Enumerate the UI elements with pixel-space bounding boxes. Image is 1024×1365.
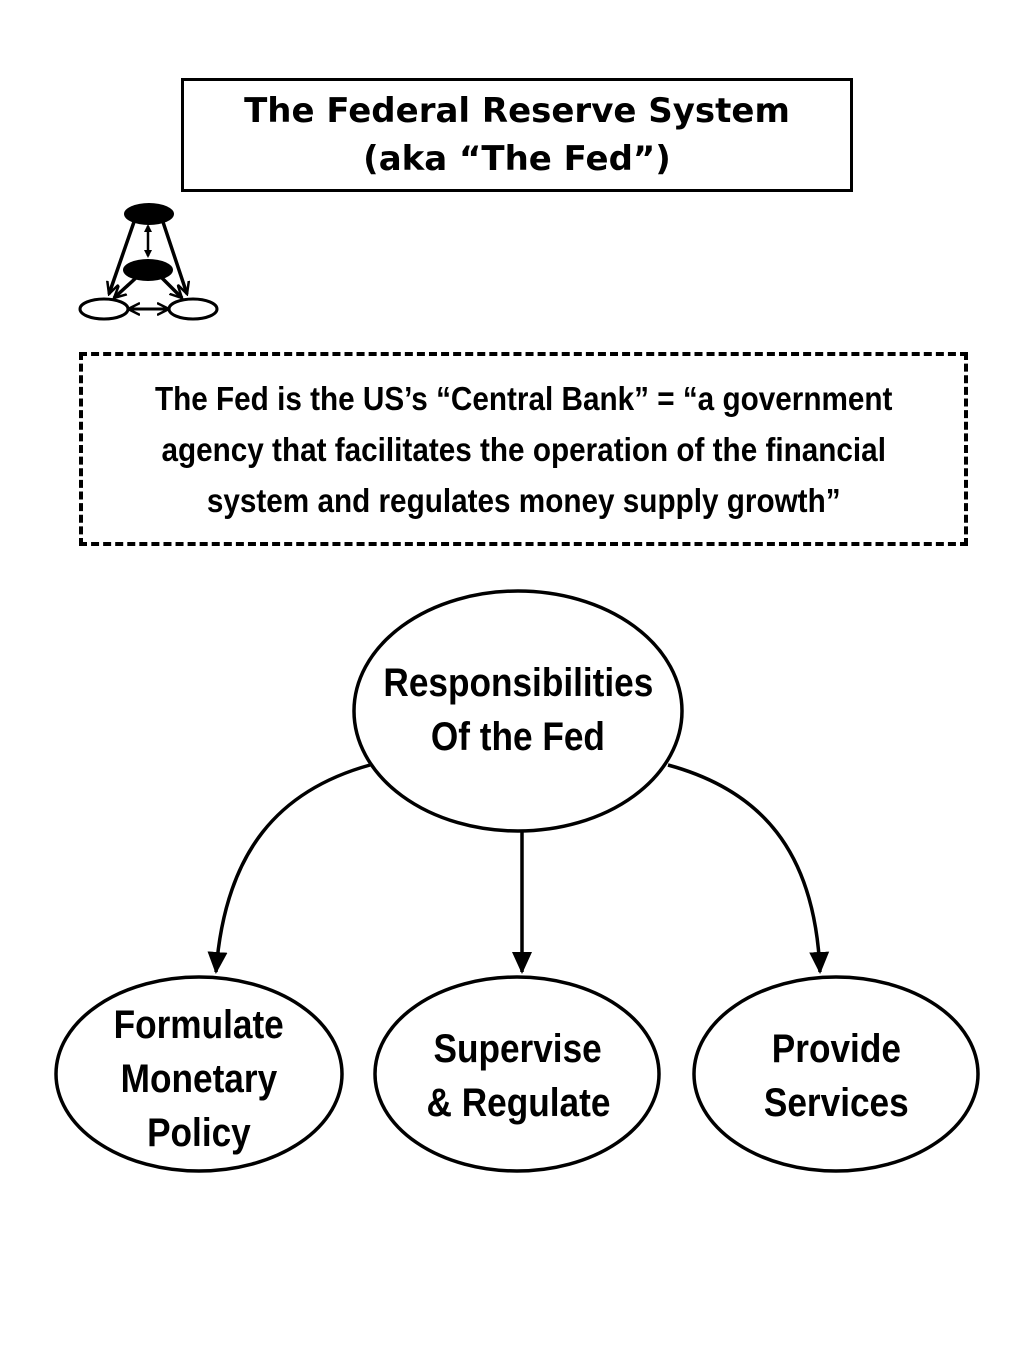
definition-box: The Fed is the US’s “Central Bank” = “a … xyxy=(79,352,968,546)
root-label-line-2: Of the Fed xyxy=(430,715,606,759)
monetary-label-line-2: Monetary xyxy=(120,1057,278,1101)
provide-services-label: Provide Services xyxy=(694,1020,978,1132)
supervise-label-line-2: & Regulate xyxy=(426,1081,610,1125)
definition-line-3: system and regulates money supply growth… xyxy=(206,481,841,519)
monetary-label-line-1: Formulate xyxy=(113,1003,285,1047)
connector-provide-services xyxy=(667,763,830,974)
monetary-policy-ellipse xyxy=(54,975,344,1173)
root-node-label: Responsibilities Of the Fed xyxy=(354,630,682,790)
title-line-1: The Federal Reserve System xyxy=(244,91,790,131)
fed-hierarchy-icon xyxy=(78,203,219,321)
connector-monetary-policy xyxy=(207,763,371,974)
supervise-regulate-ellipse xyxy=(373,975,661,1173)
title-box: The Federal Reserve System (aka “The Fed… xyxy=(181,78,853,192)
supervise-regulate-label: Supervise & Regulate xyxy=(376,1020,660,1132)
root-label-line-1: Responsibilities xyxy=(383,661,653,705)
definition-line-2: agency that facilitates the operation of… xyxy=(161,430,886,468)
monetary-policy-label: Formulate Monetary Policy xyxy=(56,997,342,1161)
definition-line-1: The Fed is the US’s “Central Bank” = “a … xyxy=(154,379,893,417)
services-label-line-1: Provide xyxy=(771,1027,901,1071)
definition-text: The Fed is the US’s “Central Bank” = “a … xyxy=(155,373,892,526)
root-node-ellipse xyxy=(352,589,684,833)
title-line-2: (aka “The Fed”) xyxy=(363,139,671,179)
monetary-label-line-3: Policy xyxy=(147,1111,251,1155)
supervise-label-line-1: Supervise xyxy=(433,1027,603,1071)
services-label-line-2: Services xyxy=(763,1081,909,1125)
provide-services-ellipse xyxy=(692,975,980,1173)
